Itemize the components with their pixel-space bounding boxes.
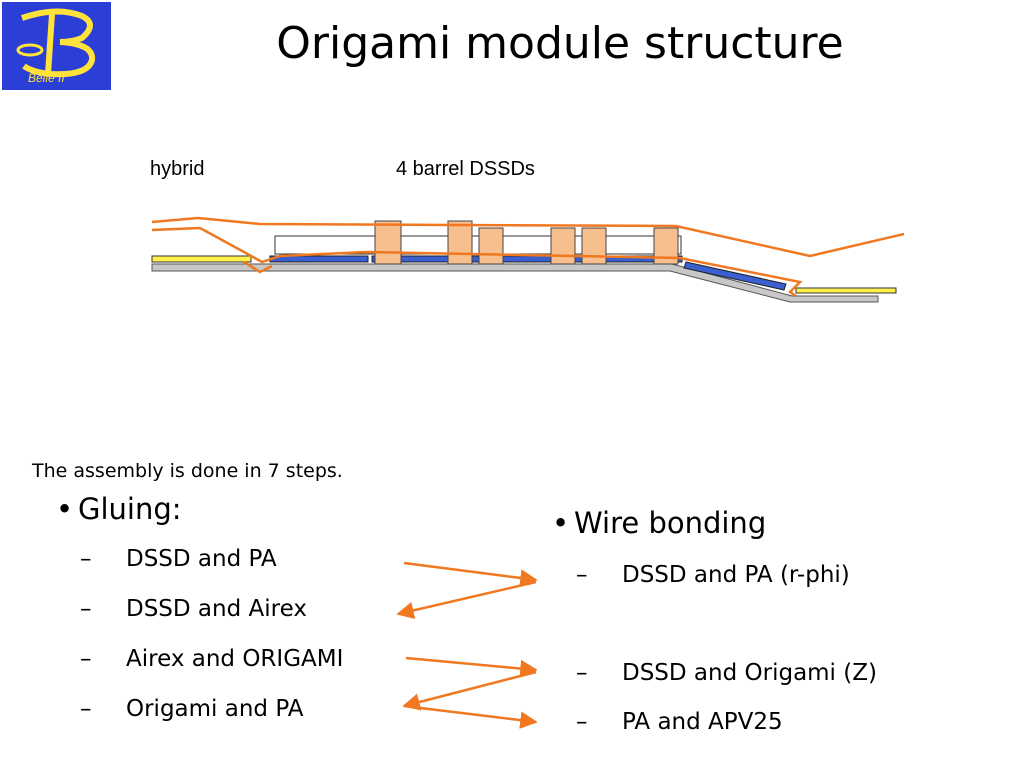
- label-barrel-dssds: 4 barrel DSSDs: [396, 158, 535, 180]
- label-hybrid: hybrid: [150, 158, 205, 180]
- bullet-dot-icon: •: [552, 506, 570, 540]
- flex-cable-kink: [243, 260, 273, 274]
- bonding-item: –DSSD and Origami (Z): [576, 660, 877, 686]
- apv25-chip-4: [550, 227, 576, 265]
- gluing-item: –Airex and ORIGAMI: [80, 646, 344, 672]
- pa-strip-bent: [683, 261, 787, 291]
- arrow-step-4: [402, 670, 537, 711]
- bullet-dot-icon: •: [56, 492, 74, 526]
- assembly-note: The assembly is done in 7 steps.: [32, 460, 343, 482]
- belle2-logo: Belle II: [2, 2, 111, 90]
- arrow-step-1: [403, 561, 538, 587]
- arrow-step-5: [403, 704, 538, 729]
- page-title: Origami module structure: [276, 18, 844, 69]
- bonding-heading: •Wire bonding: [552, 506, 767, 540]
- gluing-item: –DSSD and Airex: [80, 596, 307, 622]
- gluing-item: –Origami and PA: [80, 696, 304, 722]
- flex-cable-bottom: [151, 226, 803, 298]
- bonding-item: –DSSD and PA (r-phi): [576, 562, 850, 588]
- apv25-chip-1: [374, 220, 402, 265]
- apv25-chip-2: [447, 220, 473, 265]
- belle2-logo-b-icon: [16, 8, 96, 78]
- apv25-chip-3: [478, 227, 504, 265]
- gluing-heading: •Gluing:: [56, 492, 182, 526]
- bonding-item: –PA and APV25: [576, 709, 783, 735]
- hybrid-left: [151, 255, 252, 263]
- gluing-item: –DSSD and PA: [80, 546, 277, 572]
- arrow-step-2: [396, 580, 537, 619]
- apv25-chip-5: [581, 227, 607, 265]
- flex-cable-top: [151, 216, 905, 258]
- logo-text: Belle II: [28, 71, 65, 85]
- hybrid-right: [795, 287, 897, 294]
- arrow-step-3: [405, 656, 538, 678]
